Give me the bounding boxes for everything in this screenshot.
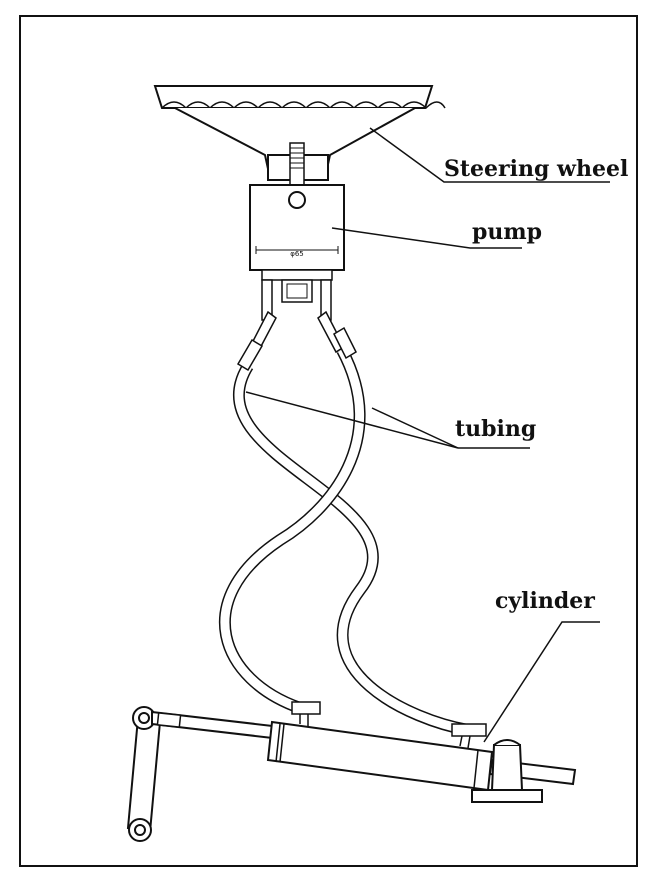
pump-label: pump [472, 219, 542, 245]
steering-wheel [153, 85, 446, 186]
hose-fittings-upper [236, 310, 357, 372]
tubing-label: tubing [455, 416, 536, 442]
pump-body [249, 184, 345, 321]
steering-wheel-label: Steering wheel [444, 156, 628, 182]
leader-lines [245, 127, 610, 743]
cylinder-assembly [126, 701, 577, 842]
tubing [218, 347, 470, 736]
cylinder-label: cylinder [495, 588, 595, 614]
pump-dimension-label: φ65 [290, 250, 304, 258]
diagram-frame [19, 15, 638, 867]
